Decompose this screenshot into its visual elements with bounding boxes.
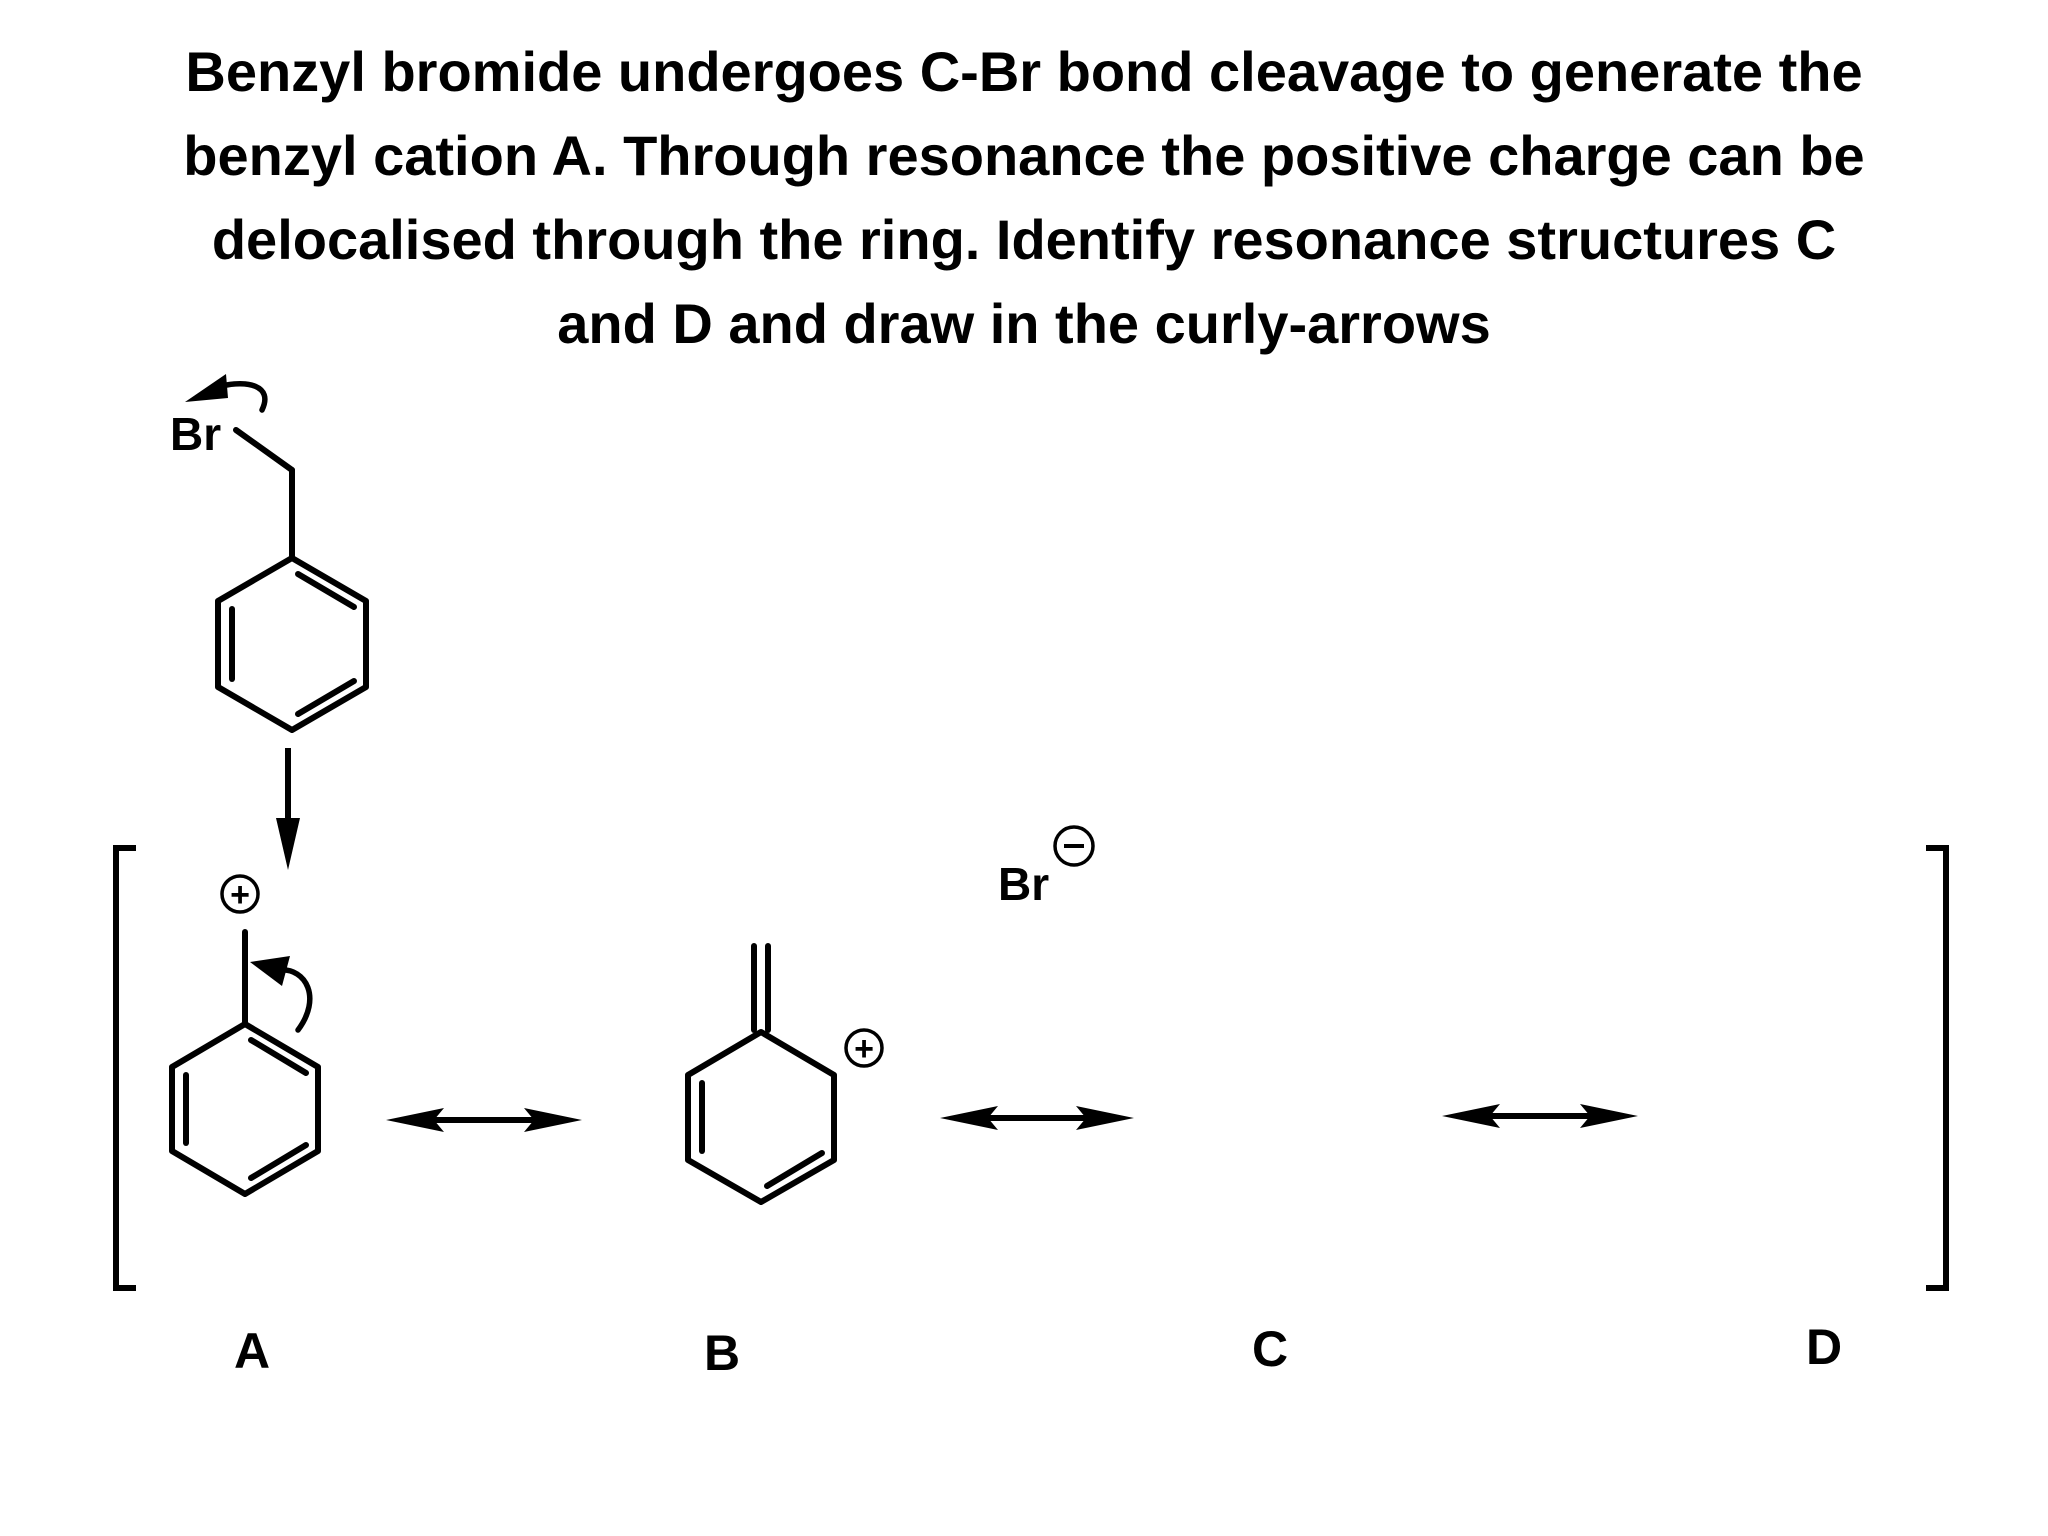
resonance-arrow <box>386 1108 582 1132</box>
double-bond <box>764 1150 825 1189</box>
benzene-ring <box>169 1021 321 1197</box>
question-line-3: delocalised through the ring. Identify r… <box>211 208 1837 271</box>
label-d: D <box>1806 1319 1842 1375</box>
question-line-4: and D and draw in the curly-arrows <box>557 292 1491 355</box>
positive-charge: + <box>844 1028 884 1068</box>
cyclohexadienyl-ring <box>685 1029 837 1205</box>
benzene-ring <box>215 555 369 733</box>
question-line-1: Benzyl bromide undergoes C-Br bond cleav… <box>185 40 1863 103</box>
benzyl-cation-a <box>169 929 321 1197</box>
question-text: Benzyl bromide undergoes C-Br bond cleav… <box>110 30 1938 366</box>
benzyl-bromide <box>215 427 369 733</box>
bromine-atom: Br <box>170 408 221 460</box>
right-bracket <box>1926 845 1949 1291</box>
double-bond <box>248 1037 309 1076</box>
resonance-structure-b <box>685 943 837 1205</box>
negative-charge <box>1053 825 1095 867</box>
svg-text:+: + <box>854 1030 874 1068</box>
label-b: B <box>704 1325 740 1381</box>
svg-text:+: + <box>230 876 250 914</box>
reaction-arrow <box>276 748 300 870</box>
double-bond <box>295 571 357 610</box>
curly-arrow <box>250 956 313 1033</box>
label-a: A <box>234 1323 270 1379</box>
left-bracket <box>113 845 136 1291</box>
double-bond <box>295 678 357 717</box>
resonance-arrow <box>1442 1104 1638 1128</box>
double-bond <box>248 1142 309 1181</box>
bromide-ion: Br <box>998 858 1049 910</box>
resonance-arrow <box>940 1106 1134 1130</box>
positive-charge: + <box>220 874 260 914</box>
label-c: C <box>1252 1321 1288 1377</box>
question-line-2: benzyl cation A. Through resonance the p… <box>183 124 1865 187</box>
c-br-bond <box>233 427 295 473</box>
curly-arrow <box>185 374 268 413</box>
